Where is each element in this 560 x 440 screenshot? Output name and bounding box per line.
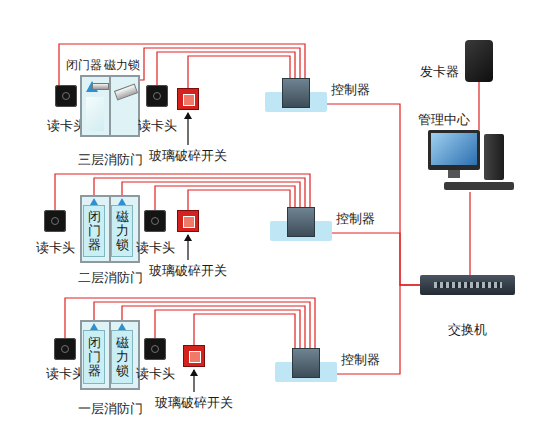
monitor-stand (448, 170, 460, 178)
card-reader: 读卡头 (136, 338, 175, 382)
door-logo (90, 323, 98, 330)
card-reader: 读卡头 (46, 338, 85, 382)
wire (469, 192, 470, 275)
controller: 控制器 (275, 348, 380, 384)
glass-break-icon (177, 210, 199, 232)
controller-icon (270, 207, 332, 243)
monitor-screen (431, 133, 477, 165)
wire (157, 52, 295, 85)
card-reader: 读卡头 (138, 85, 177, 134)
wire (140, 48, 300, 80)
part-label: 闭门器 (88, 336, 101, 379)
part-label: 磁力锁 (104, 58, 140, 72)
door-label: 三层消防门 (60, 152, 160, 168)
door-closer (92, 83, 109, 90)
door-part: 磁力锁 (111, 330, 133, 384)
wire (155, 186, 295, 210)
leader-arrow (187, 113, 188, 145)
fire-door: 二层消防门闭门器磁力锁 (80, 195, 140, 286)
door-label: 一层消防门 (60, 401, 160, 417)
leader-arrow (193, 370, 194, 392)
door-divider (109, 77, 111, 135)
card-issuer: 发卡器 (420, 40, 493, 82)
door-part: 磁力锁 (111, 205, 133, 257)
glass-break-icon (183, 345, 205, 367)
reader-label: 读卡头 (46, 366, 85, 382)
part-label: 闭门器 (88, 210, 101, 253)
card-reader-icon (54, 338, 76, 360)
wire (155, 310, 300, 348)
controller-label: 控制器 (336, 211, 375, 227)
controller: 控制器 (265, 78, 370, 114)
glass-break-switch: 玻璃破碎开关 (155, 345, 233, 411)
wire (332, 233, 420, 285)
reader-label: 读卡头 (136, 366, 175, 382)
fire-door: 三层消防门 (80, 75, 140, 168)
part-label: 闭门器 (66, 58, 102, 72)
door-part: 闭门器 (83, 205, 105, 257)
network-switch: 交换机 (420, 275, 515, 338)
wire (194, 314, 295, 348)
wire (478, 82, 479, 130)
card-reader-icon (44, 210, 66, 232)
glass-break-switch: 玻璃破碎开关 (149, 210, 227, 279)
switch-name: 交换机 (448, 322, 487, 338)
glass-break-icon (177, 88, 199, 110)
card-reader-icon (144, 210, 166, 232)
switch-label: 玻璃破碎开关 (149, 263, 227, 279)
controller-box (282, 78, 310, 108)
card-reader-icon (55, 85, 77, 107)
door-logo (90, 198, 98, 205)
keyboard (444, 182, 514, 190)
controller: 控制器 (270, 207, 375, 243)
monitor (428, 130, 480, 170)
glass-sheen (86, 97, 104, 131)
part-label: 磁力锁 (116, 336, 129, 379)
card-reader-icon (146, 85, 168, 107)
wire (188, 190, 290, 210)
management-computer: 管理中心 (428, 130, 516, 192)
wire (188, 56, 290, 88)
card-reader: 读卡头 (136, 210, 175, 256)
reader-label: 读卡头 (136, 240, 175, 256)
card-issuer-icon (465, 40, 493, 82)
wire (94, 178, 305, 207)
part-label: 磁力锁 (116, 210, 129, 253)
reader-label: 读卡头 (36, 240, 75, 256)
controller-icon (265, 78, 327, 114)
switch-icon (420, 275, 515, 295)
controller-label: 控制器 (341, 352, 380, 368)
switch-label: 玻璃破碎开关 (149, 148, 227, 164)
controller-box (287, 207, 315, 237)
door-frame (80, 75, 140, 137)
leader-arrow (187, 235, 188, 260)
controller-icon (275, 348, 337, 384)
door-part: 闭门器 (83, 330, 105, 384)
door-logo (118, 198, 126, 205)
controller-label: 控制器 (331, 82, 370, 98)
glass-break-switch: 玻璃破碎开关 (149, 88, 227, 164)
reader-label: 读卡头 (138, 118, 177, 134)
center-label: 管理中心 (418, 112, 470, 128)
issuer-label: 发卡器 (420, 64, 459, 80)
controller-box (292, 348, 320, 378)
wire (327, 104, 420, 285)
door-logo (118, 323, 126, 330)
wire (337, 285, 420, 374)
card-reader: 读卡头 (36, 210, 75, 256)
switch-label: 玻璃破碎开关 (155, 395, 233, 411)
fire-door: 一层消防门闭门器磁力锁 (80, 320, 140, 417)
magnetic-lock (114, 84, 138, 101)
switch-ports (434, 282, 502, 288)
card-reader-icon (144, 338, 166, 360)
pc-tower (484, 134, 504, 180)
door-label: 二层消防门 (60, 270, 160, 286)
